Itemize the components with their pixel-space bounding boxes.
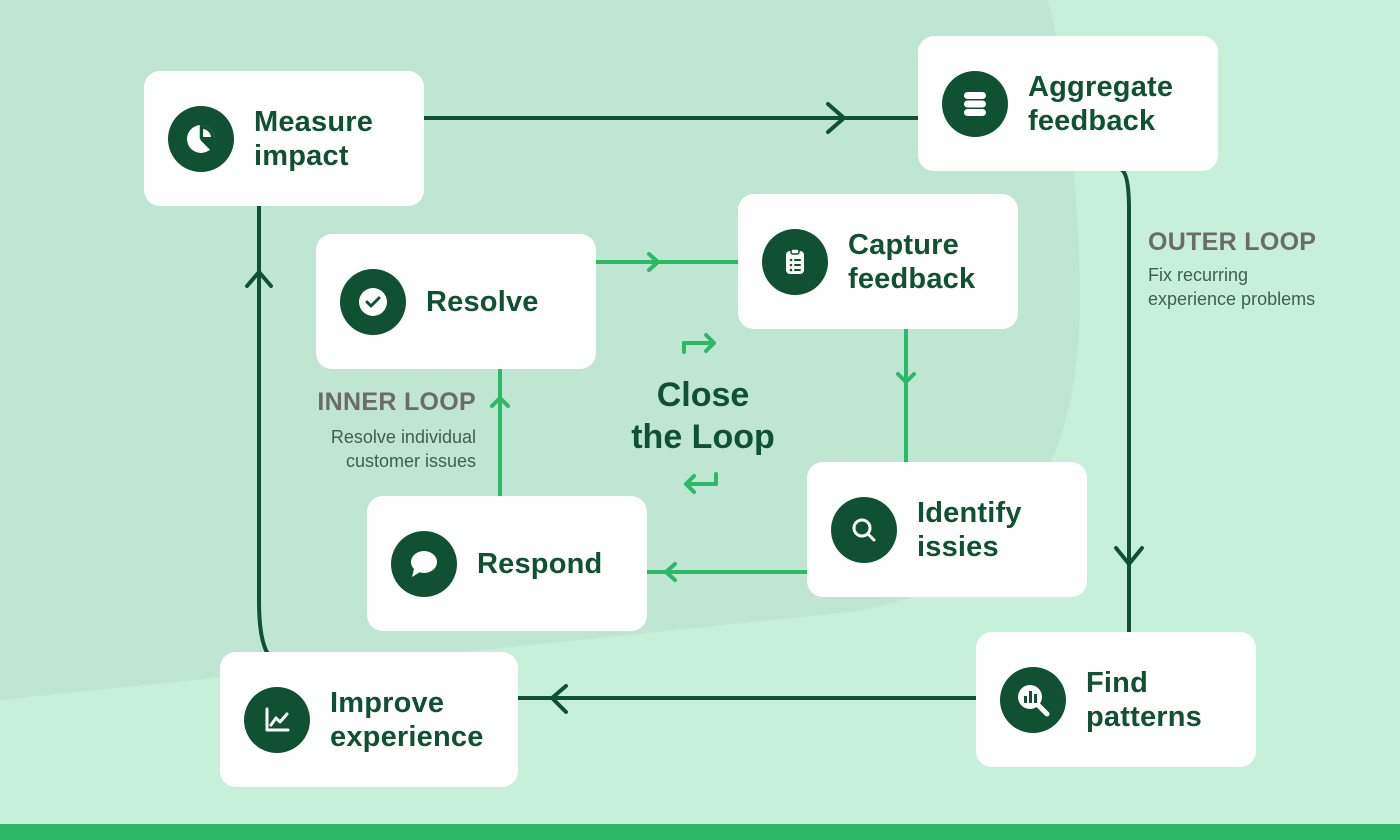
measure-impact-label: Measure impact bbox=[254, 105, 374, 172]
arrow-head-up-inner bbox=[490, 396, 510, 408]
resolve-card: Resolve bbox=[316, 234, 596, 369]
improve-experience-card: Improve experience bbox=[220, 652, 518, 787]
arrow-head-right-inner bbox=[647, 252, 660, 272]
outer-loop-description: Fix recurring experience problems bbox=[1148, 265, 1316, 309]
identify-issues-card: Identify issies bbox=[807, 462, 1087, 597]
pie-chart-icon bbox=[168, 105, 234, 172]
arrow-head-down-outer bbox=[1114, 546, 1144, 566]
check-circle-icon bbox=[340, 268, 406, 335]
search-icon bbox=[831, 496, 897, 563]
respond-card: Respond bbox=[367, 496, 647, 631]
connector-improve-to-measure bbox=[257, 204, 270, 656]
find-patterns-card: Find patterns bbox=[976, 632, 1256, 767]
inner-loop-description: Resolve individual customer issues bbox=[330, 427, 476, 471]
arrow-head-left-inner bbox=[664, 562, 677, 582]
bottom-accent-bar bbox=[0, 824, 1400, 840]
aggregate-feedback-label: Aggregate feedback bbox=[1028, 70, 1174, 137]
arrow-head-down-inner bbox=[896, 372, 916, 384]
find-patterns-label: Find patterns bbox=[1086, 666, 1203, 733]
aggregate-feedback-card: Aggregate feedback bbox=[918, 36, 1218, 171]
capture-feedback-label: Capture feedback bbox=[848, 228, 976, 295]
improve-experience-label: Improve experience bbox=[330, 686, 484, 753]
arrow-head-up-outer bbox=[245, 270, 273, 288]
arrow-head-left-outer bbox=[550, 684, 568, 714]
resolve-label: Resolve bbox=[426, 285, 539, 318]
redirect-right-arrow bbox=[682, 333, 716, 354]
outer-loop-title: OUTER LOOP bbox=[1148, 228, 1317, 256]
return-left-arrow bbox=[684, 472, 718, 494]
chat-bubble-icon bbox=[391, 530, 457, 597]
inner-loop-title: INNER LOOP bbox=[317, 388, 476, 416]
database-icon bbox=[942, 70, 1008, 137]
magnifier-chart-icon bbox=[1000, 666, 1066, 733]
clipboard-icon bbox=[762, 228, 828, 295]
capture-feedback-card: Capture feedback bbox=[738, 194, 1018, 329]
respond-label: Respond bbox=[477, 547, 603, 580]
connector-aggregate-to-find bbox=[1120, 168, 1131, 634]
identify-issues-label: Identify issies bbox=[917, 496, 1022, 563]
trend-chart-icon bbox=[244, 686, 310, 753]
arrow-head-right-outer bbox=[826, 102, 846, 134]
measure-impact-card: Measure impact bbox=[144, 71, 424, 206]
center-title: Close the Loop bbox=[631, 376, 775, 456]
